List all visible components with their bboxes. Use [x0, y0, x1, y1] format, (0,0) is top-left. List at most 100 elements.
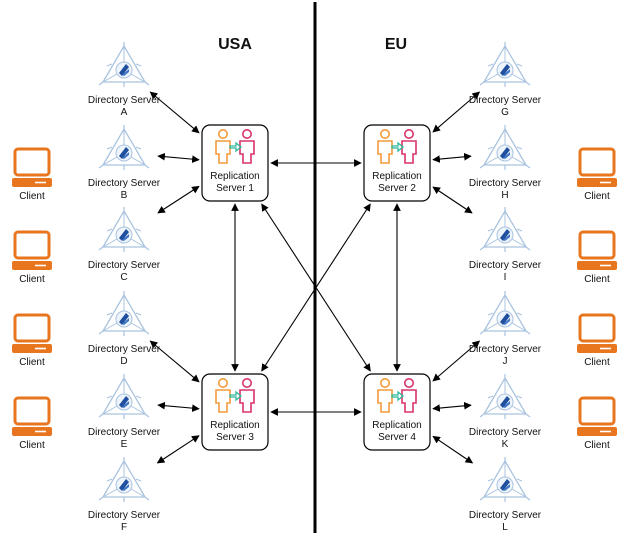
computer-icon [577, 230, 617, 270]
client-label: Client [19, 357, 45, 368]
replication-server-box [363, 373, 431, 451]
directory-server-label: Directory Server [469, 427, 542, 438]
replication-transfer-icon [377, 128, 417, 164]
directory-server-icon [479, 125, 531, 170]
directory-server-icon [98, 291, 150, 336]
computer-icon [12, 147, 52, 187]
connection-arrow-b-rs1 [157, 152, 200, 163]
directory-server-label: Directory Server [88, 178, 161, 189]
directory-server-label: Directory Server [469, 260, 542, 271]
replication-transfer-icon [377, 377, 417, 413]
replication-server-label: Replication [372, 171, 421, 182]
replication-server-label: Replication [210, 420, 259, 431]
replication-transfer-icon [215, 128, 255, 164]
computer-icon [12, 230, 52, 270]
directory-server-label: Directory Server [88, 260, 161, 271]
directory-server-icon [479, 374, 531, 419]
connection-arrow-d-rs3 [149, 340, 200, 383]
directory-server-letter: H [501, 190, 508, 201]
replication-server-box [201, 373, 269, 451]
directory-server-letter: F [121, 522, 127, 533]
connection-arrow-f-rs3 [156, 435, 200, 464]
directory-server-icon [98, 457, 150, 502]
replication-server-box [363, 124, 431, 202]
directory-server-label: Directory Server [88, 344, 161, 355]
directory-server-icon [479, 42, 531, 87]
computer-icon [577, 396, 617, 436]
connection-arrow-a-rs1 [149, 91, 200, 134]
directory-server-letter: A [121, 107, 128, 118]
client-1: Client [12, 147, 52, 202]
replication-server-label: Replication [372, 420, 421, 431]
replication-server-box [201, 124, 269, 202]
directory-server-label: Directory Server [88, 95, 161, 106]
directory-server-label: Directory Server [469, 510, 542, 521]
client-4: Client [12, 396, 52, 451]
client-label: Client [19, 191, 45, 202]
client-3: Client [12, 313, 52, 368]
directory-server-letter: L [502, 522, 508, 533]
connection-arrow-j-rs4 [432, 340, 481, 382]
directory-server-icon [98, 42, 150, 87]
directory-server-icon [98, 374, 150, 419]
client-label: Client [584, 191, 610, 202]
directory-server-letter: B [121, 190, 128, 201]
replication-server-number: Server 4 [378, 432, 416, 443]
client-label: Client [584, 440, 610, 451]
directory-server-icon [98, 125, 150, 170]
region-title-usa: USA [218, 36, 252, 53]
directory-server-label: Directory Server [88, 427, 161, 438]
client-2: Client [12, 230, 52, 285]
replication-server-label: Replication [210, 171, 259, 182]
client-label: Client [584, 357, 610, 368]
directory-server-letter: E [121, 439, 128, 450]
connection-arrow-k-rs4 [432, 401, 472, 412]
connection-arrow-rs2-rs3 [261, 203, 371, 372]
client-7: Client [577, 313, 617, 368]
replication-server-number: Server 2 [378, 183, 416, 194]
client-5: Client [577, 147, 617, 202]
client-6: Client [577, 230, 617, 285]
client-label: Client [584, 274, 610, 285]
computer-icon [577, 313, 617, 353]
directory-server-icon [479, 207, 531, 252]
connection-arrow-e-rs3 [157, 401, 200, 412]
client-label: Client [19, 440, 45, 451]
computer-icon [12, 313, 52, 353]
directory-server-label: Directory Server [469, 95, 542, 106]
connection-arrow-l-rs4 [432, 435, 474, 464]
region-title-eu: EU [385, 36, 407, 53]
directory-server-letter: J [503, 356, 508, 367]
directory-server-letter: I [504, 272, 507, 283]
connection-arrow-i-rs2 [432, 186, 473, 214]
directory-server-letter: C [120, 272, 127, 283]
directory-server-icon [98, 207, 150, 252]
directory-server-letter: G [501, 107, 509, 118]
client-label: Client [19, 274, 45, 285]
connection-arrow-c-rs1 [157, 185, 200, 214]
directory-server-label: Directory Server [88, 510, 161, 521]
directory-server-icon [479, 457, 531, 502]
directory-server-icon [479, 291, 531, 336]
connection-arrows [149, 91, 481, 464]
computer-icon [577, 147, 617, 187]
connection-arrow-h-rs2 [432, 152, 472, 163]
directory-server-label: Directory Server [469, 344, 542, 355]
